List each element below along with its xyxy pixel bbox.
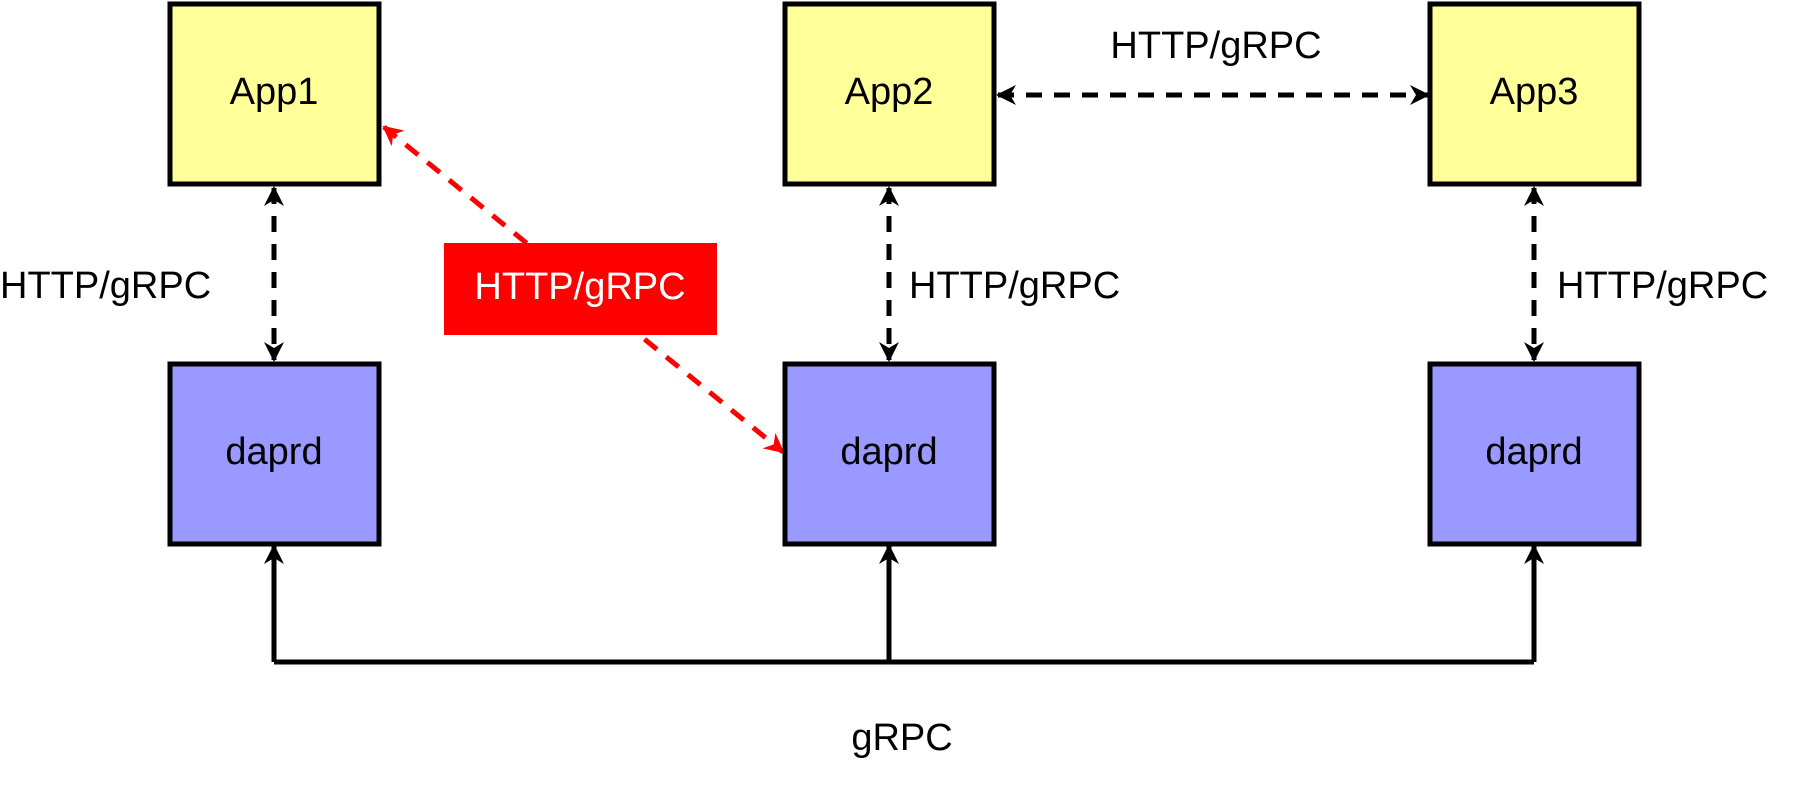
daprd1-node: daprd	[167, 361, 382, 547]
daprd3-label: daprd	[1485, 431, 1582, 473]
highlighted-connection-label: HTTP/gRPC	[474, 266, 685, 308]
daprd3-node: daprd	[1427, 361, 1642, 547]
grpc-bus	[264, 544, 1544, 665]
app3-box	[1427, 1, 1642, 187]
app3-label: App3	[1490, 71, 1579, 113]
daprd2-label: daprd	[840, 431, 937, 473]
app2-node: App2	[782, 1, 997, 187]
app2-daprd2-label: HTTP/gRPC	[909, 265, 1120, 307]
app1-label: App1	[230, 71, 319, 113]
daprd1-label: daprd	[225, 431, 322, 473]
highlighted-connection-badge: HTTP/gRPC	[444, 243, 717, 335]
highlighted-connection-badge-bg	[444, 243, 717, 335]
app1-daprd1-label: HTTP/gRPC	[0, 265, 211, 307]
daprd2-node: daprd	[782, 361, 997, 547]
app1-box	[167, 1, 382, 187]
daprd2-box	[782, 361, 997, 547]
app2-label: App2	[845, 71, 934, 113]
app3-daprd3-label: HTTP/gRPC	[1557, 265, 1768, 307]
grpc-bus-label: gRPC	[851, 717, 952, 759]
daprd3-box	[1427, 361, 1642, 547]
daprd1-box	[167, 361, 382, 547]
app1-node: App1	[167, 1, 382, 187]
app2-app3-label: HTTP/gRPC	[1110, 25, 1321, 67]
app3-node: App3	[1427, 1, 1642, 187]
app2-box	[782, 1, 997, 187]
